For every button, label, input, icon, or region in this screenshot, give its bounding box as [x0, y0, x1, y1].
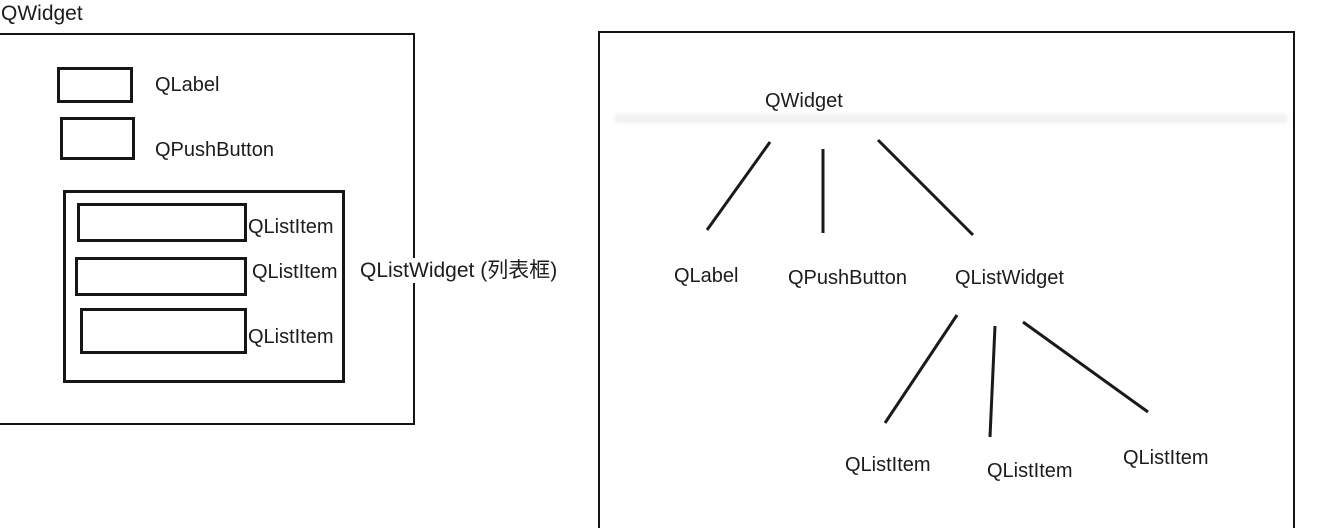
tree-node-qlabel: QLabel	[674, 265, 739, 287]
left-qwidget-box	[0, 33, 415, 425]
qlistitem-label-1: QListItem	[248, 216, 334, 238]
qlistitem-rect-1	[77, 203, 247, 242]
tree-node-qpushbutton: QPushButton	[788, 267, 907, 289]
qlistwidget-caption: QListWidget (列表框)	[357, 258, 561, 283]
qlistwidget-box	[63, 190, 345, 383]
qlabel-label: QLabel	[155, 74, 220, 96]
tree-node-qlistitem-1: QListItem	[845, 454, 931, 476]
qpushbutton-rect	[60, 117, 135, 160]
qlistitem-rect-3	[80, 308, 247, 354]
tree-node-qlistitem-2: QListItem	[987, 460, 1073, 482]
qlabel-rect	[57, 67, 133, 103]
tree-node-qlistwidget: QListWidget	[955, 267, 1064, 289]
qlistitem-label-3: QListItem	[248, 326, 334, 348]
right-tree-box	[598, 31, 1295, 528]
qpushbutton-label: QPushButton	[155, 139, 274, 161]
qlistitem-rect-2	[75, 257, 247, 296]
qlistitem-label-2: QListItem	[252, 261, 338, 283]
tree-root-qwidget: QWidget	[765, 90, 843, 112]
left-qwidget-title: QWidget	[1, 2, 83, 25]
watermark-smudge	[615, 114, 1287, 123]
tree-node-qlistitem-3: QListItem	[1123, 447, 1209, 469]
